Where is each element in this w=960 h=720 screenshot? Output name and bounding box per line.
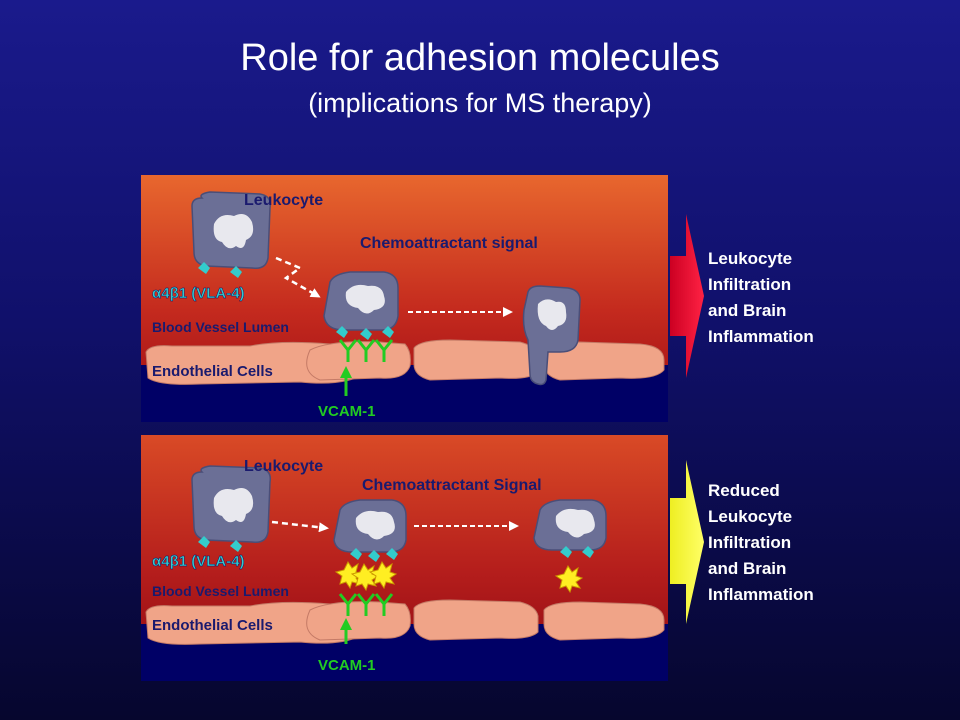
outcome-text-bottom: Reduced Leukocyte Infiltration and Brain… [708, 478, 908, 608]
antibody-burst-1 [334, 561, 364, 590]
slide-title: Role for adhesion molecules [240, 37, 720, 79]
vcam-receptors-top [338, 339, 394, 362]
leukocyte-top-1 [191, 191, 272, 278]
outcome-line: Infiltration [708, 533, 792, 552]
vcam-label-top: VCAM-1 [318, 403, 376, 420]
outcome-line: Inflammation [708, 585, 814, 604]
endothelial-label-bottom: Endothelial Cells [152, 617, 273, 634]
leukocyte-bottom-3 [533, 499, 607, 558]
leukocyte-top-2 [323, 271, 399, 340]
outcome-arrow-bottom [670, 460, 704, 624]
outcome-line: Leukocyte [708, 507, 793, 526]
leukocyte-label-bottom: Leukocyte [244, 458, 323, 475]
chemoattractant-label-top: Chemoattractant signal [360, 235, 538, 252]
outcome-arrow-top [670, 214, 704, 378]
leukocyte-bottom-1 [191, 465, 272, 552]
outcome-text-top: Leukocyte Infiltration and Brain Inflamm… [708, 246, 908, 350]
outcome-line: Leukocyte [708, 249, 793, 268]
antibody-bursts [334, 561, 584, 594]
endothelial-label-top: Endothelial Cells [152, 363, 273, 380]
zigzag-arrow-top [275, 256, 321, 298]
antibody-burst-4 [554, 565, 584, 594]
panel-bottom: Leukocyte Chemoattractant Signal α4β1 (V… [141, 435, 668, 681]
panel-top: Leukocyte Chemoattractant signal α4β1 (V… [141, 175, 668, 422]
antibody-burst-2 [350, 563, 380, 592]
chemoattractant-label-bottom: Chemoattractant Signal [362, 477, 542, 494]
outcome-line: and Brain [708, 301, 787, 320]
lumen-label-top: Blood Vessel Lumen [152, 319, 289, 335]
endothelial-cells-top [145, 339, 665, 385]
vcam-receptors-bottom [338, 593, 394, 616]
vcam-label-bottom: VCAM-1 [318, 657, 376, 674]
outcome-line: Inflammation [708, 327, 814, 346]
lumen-label-bottom: Blood Vessel Lumen [152, 583, 289, 599]
leukocyte-label-top: Leukocyte [244, 192, 323, 209]
leukocyte-top-3 [522, 285, 581, 386]
outcome-line: Infiltration [708, 275, 792, 294]
leukocyte-bottom-2 [333, 499, 407, 562]
antibody-burst-3 [368, 561, 398, 590]
integrin-label-top: α4β1 (VLA-4) [152, 285, 245, 302]
integrin-label-bottom: α4β1 (VLA-4) [152, 553, 245, 570]
outcome-line: Reduced [708, 481, 780, 500]
slide-subtitle: (implications for MS therapy) [308, 88, 652, 118]
dashed-arrow-bottom-1 [271, 520, 329, 533]
outcome-line: and Brain [708, 559, 787, 578]
